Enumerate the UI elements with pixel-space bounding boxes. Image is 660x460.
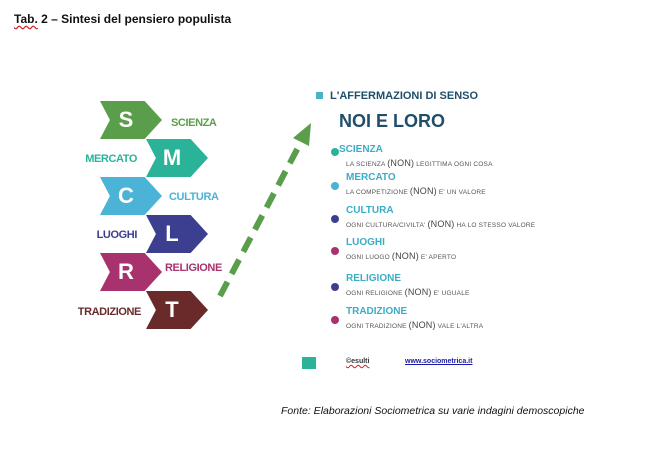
- chevron-letter-c: C: [118, 183, 134, 208]
- chevron-label-luoghi: LUOGHI: [96, 229, 138, 241]
- bullet-dot-icon: [331, 148, 339, 156]
- panel-heading: L'AFFERMAZIONI DI SENSO: [330, 90, 479, 102]
- statement-text: OGNI RELIGIONE (NON) E' UGUALE: [346, 287, 470, 297]
- document-title-prefix: Tab.: [14, 12, 38, 26]
- bullet-dot-icon: [331, 247, 339, 255]
- source-note: Fonte: Elaborazioni Sociometrica su vari…: [281, 405, 585, 417]
- chevron-label-tradizione: TRADIZIONE: [77, 306, 142, 318]
- chevron-letter-r: R: [118, 259, 134, 284]
- chevron-label-cultura: CULTURA: [169, 191, 219, 203]
- chevron-letter-m: M: [162, 145, 182, 170]
- statement-name: MERCATO: [346, 172, 396, 183]
- statement-name: LUOGHI: [346, 237, 385, 248]
- statement-text: OGNI CULTURA/CIVILTA' (NON) HA LO STESSO…: [346, 219, 536, 229]
- bullet-dot-icon: [331, 283, 339, 291]
- chevron-label-religione: RELIGIONE: [165, 262, 222, 274]
- bullet-dot-icon: [331, 182, 339, 190]
- chevron-label-mercato: MERCATO: [85, 153, 137, 165]
- statement-name: SCIENZA: [339, 144, 383, 155]
- chevron-letter-l: L: [165, 221, 179, 246]
- statement-text: OGNI TRADIZIONE (NON) VALE L'ALTRA: [346, 320, 484, 330]
- chevron-label-scienza: SCIENZA: [171, 117, 217, 129]
- statement-text: OGNI LUOGO (NON) E' APERTO: [346, 251, 457, 261]
- bullet-dot-icon: [331, 316, 339, 324]
- footer-credit: ©esulti: [346, 358, 370, 365]
- bullet-dot-icon: [331, 215, 339, 223]
- statement-name: CULTURA: [346, 205, 394, 216]
- dashed-arrow-line: [217, 138, 305, 298]
- legend-swatch: [302, 357, 316, 369]
- document-title-text: 2 – Sintesi del pensiero populista: [37, 12, 232, 26]
- statement-text: LA COMPETIZIONE (NON) E' UN VALORE: [346, 186, 486, 196]
- statement-text: LA SCIENZA (NON) LEGITTIMA OGNI COSA: [346, 158, 493, 168]
- statement-name: TRADIZIONE: [346, 306, 408, 317]
- heading-bullet-icon: [316, 92, 323, 99]
- chevron-letter-s: S: [118, 107, 134, 132]
- sociometrica-link[interactable]: www.sociometrica.it: [405, 358, 473, 365]
- panel-title: NOI E LORO: [339, 111, 446, 131]
- statement-name: RELIGIONE: [346, 273, 402, 284]
- chevron-letter-t: T: [165, 297, 179, 322]
- document-title: Tab. 2 – Sintesi del pensiero populista: [14, 12, 231, 26]
- arrow-head-icon: [293, 123, 311, 146]
